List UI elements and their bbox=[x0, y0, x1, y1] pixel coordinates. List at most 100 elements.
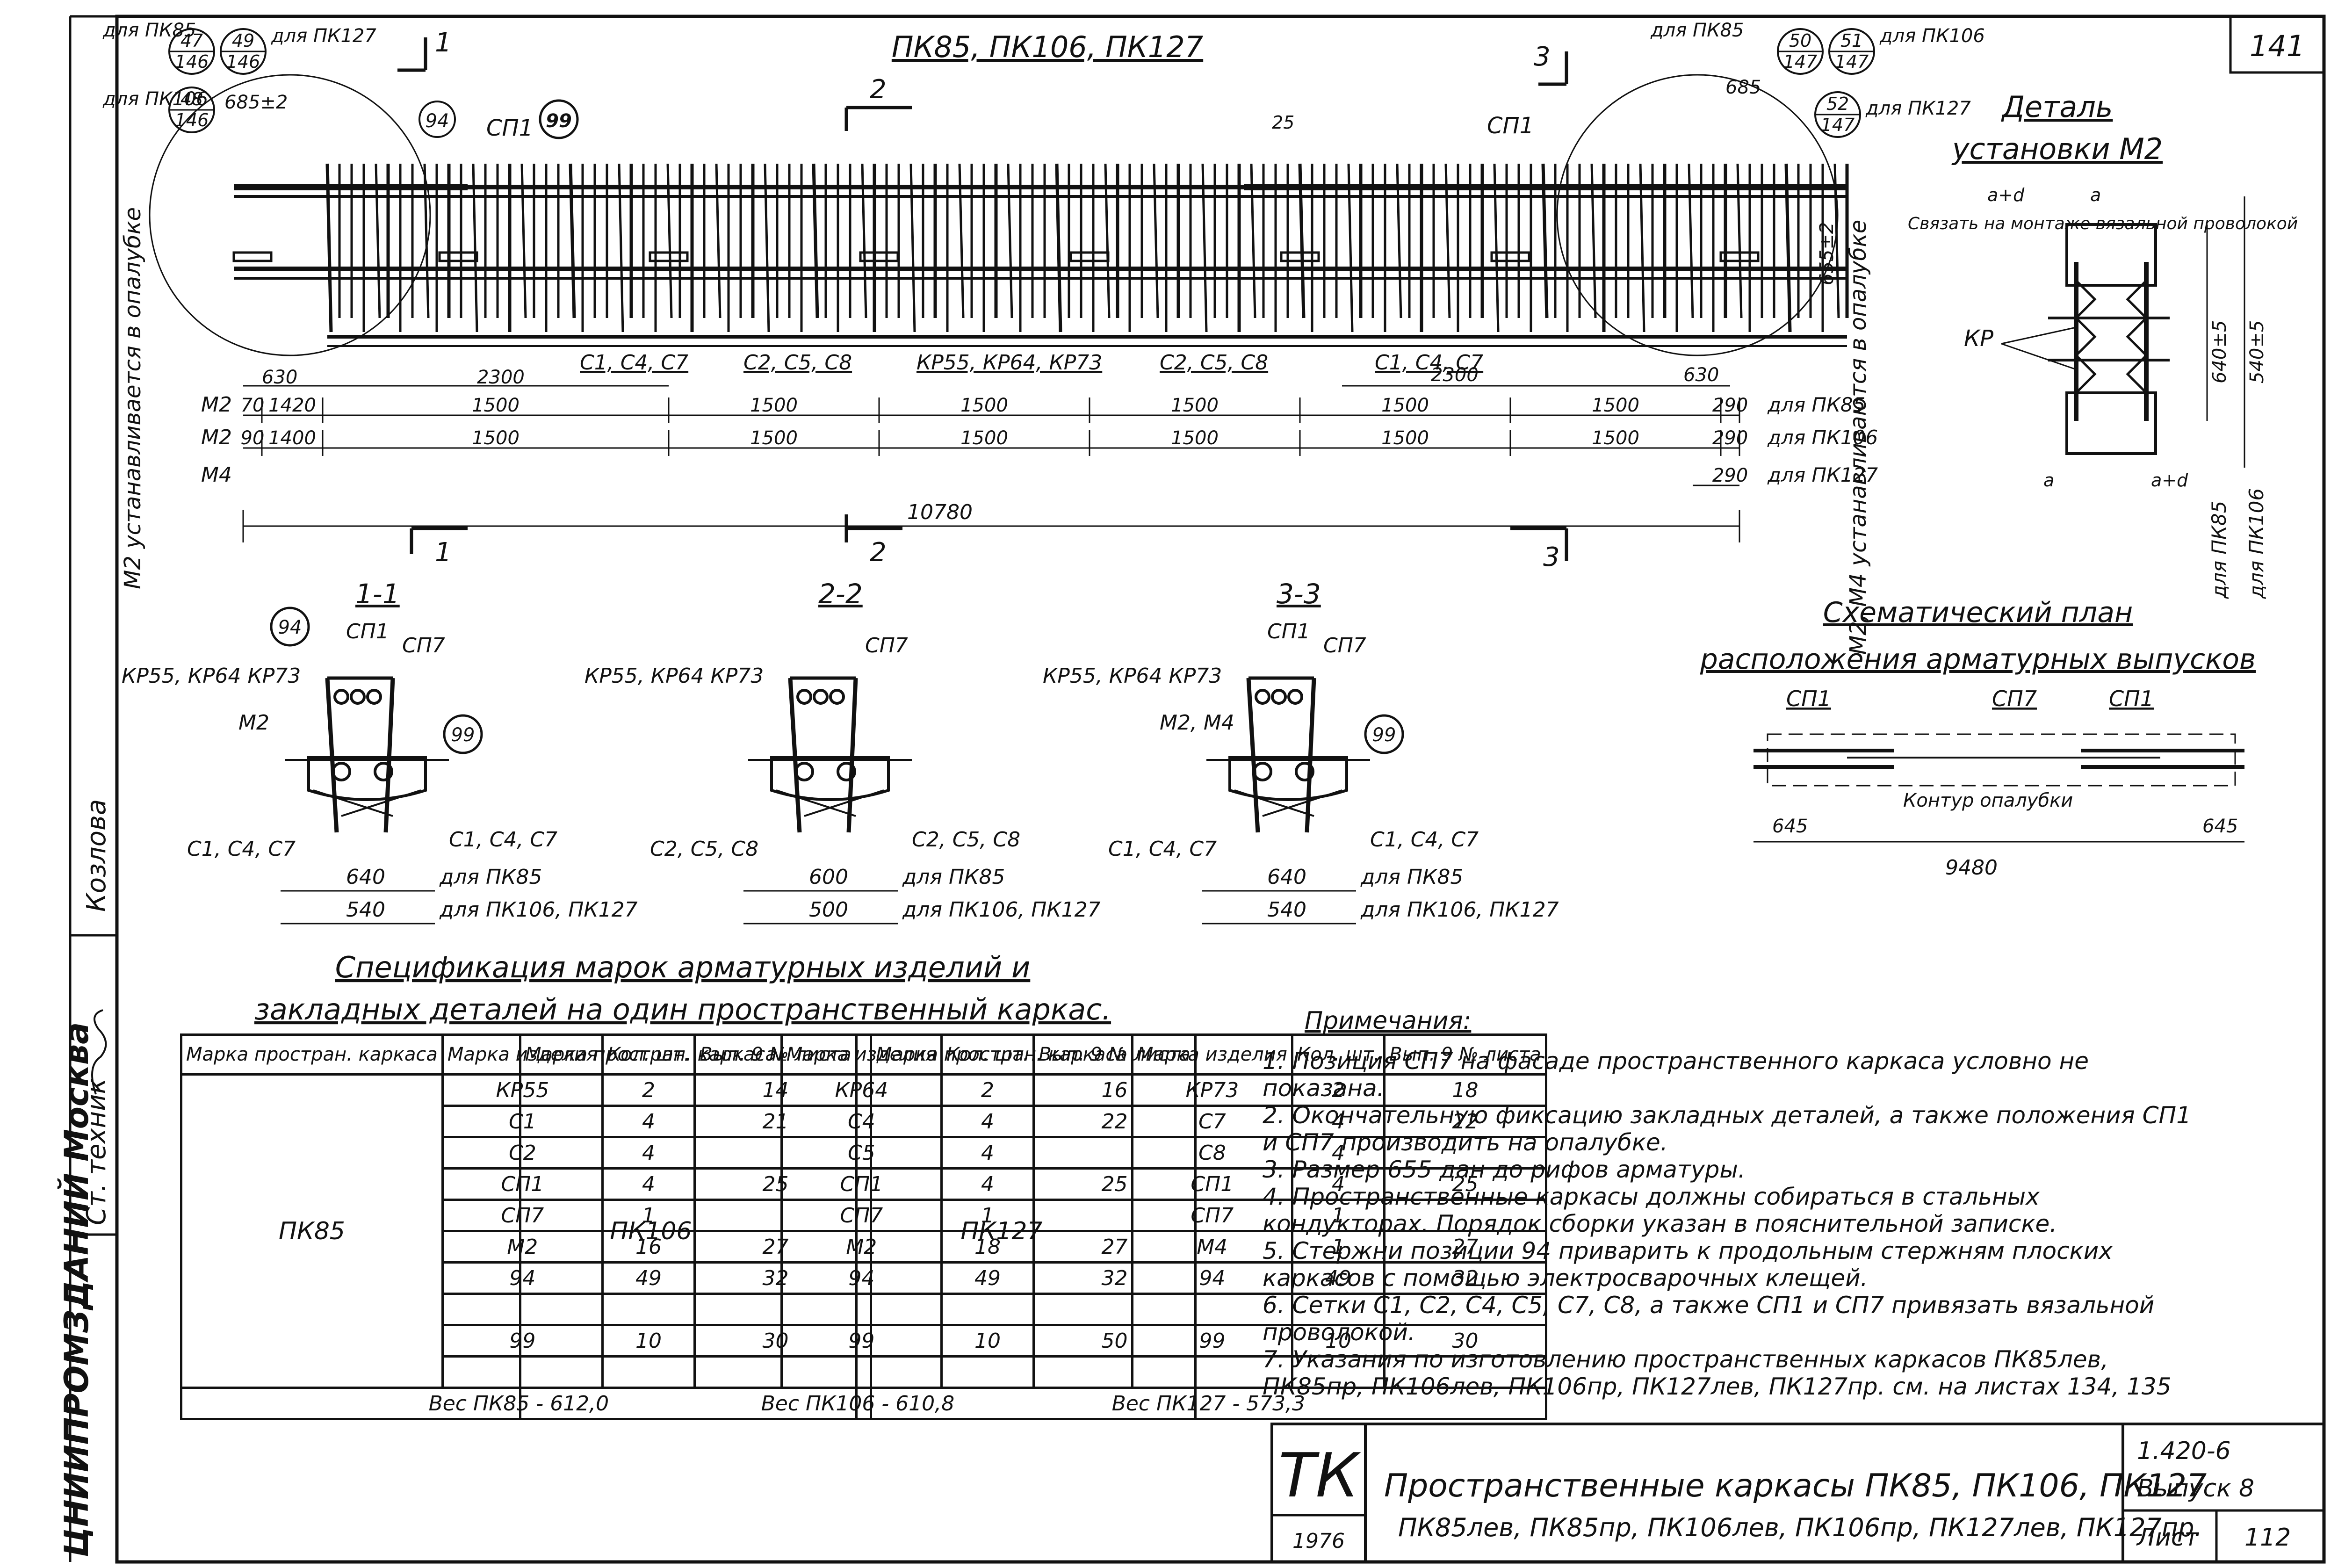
spec-cell: 49 bbox=[1291, 1261, 1386, 1295]
spec-cell bbox=[1383, 1355, 1547, 1389]
dim-cell: 290 bbox=[1712, 427, 1748, 449]
stamp-name: Козлова bbox=[81, 799, 112, 912]
plan-contour: Контур опалубки bbox=[1903, 790, 2073, 811]
stamp-org: ЦНИИПРОМЗДАНИЙ Москва bbox=[58, 1022, 96, 1557]
embedded-plate-m2 bbox=[438, 251, 478, 262]
dim-cell: 1500 bbox=[1592, 395, 1639, 416]
section-title: 3-3 bbox=[1277, 578, 1321, 610]
spec-cell: 27 bbox=[1383, 1230, 1547, 1264]
rebar-stirrup bbox=[1639, 163, 1645, 332]
dim-cell: 1500 bbox=[472, 395, 520, 416]
detail-for-pk106: для ПК106 bbox=[2245, 488, 2268, 599]
callout-50-sheet: 147 bbox=[1783, 51, 1818, 72]
rebar-stirrup bbox=[1444, 163, 1451, 318]
dim-cell: 1500 bbox=[1381, 427, 1429, 449]
stamp-role: Ст. техник bbox=[81, 1078, 112, 1225]
spec-frame-mark: ПК127 bbox=[870, 1073, 1133, 1389]
rebar-stirrup bbox=[1250, 163, 1256, 318]
spec-cell bbox=[1383, 1199, 1547, 1232]
rebar-stirrup bbox=[1396, 163, 1402, 318]
section-width-1: 600 bbox=[809, 865, 848, 889]
left-detail-circle bbox=[149, 74, 431, 356]
spec-cell: КР73 bbox=[1131, 1073, 1293, 1107]
rebar-stirrup bbox=[861, 163, 867, 318]
dim-25: 25 bbox=[1272, 112, 1294, 133]
plan-sp1-right: СП1 bbox=[2109, 686, 2154, 711]
dim-cell: 1500 bbox=[750, 395, 798, 416]
callout-left-prefix: для ПК85 bbox=[102, 20, 196, 41]
dim-cell: 90 bbox=[241, 427, 265, 449]
note-left-vertical: М2 устанавливается в опалубке bbox=[120, 207, 146, 589]
label-94: 94 bbox=[426, 110, 449, 132]
embedded-plate-m2 bbox=[1719, 251, 1760, 262]
section-kr: КР55, КР64 КР73 bbox=[122, 664, 301, 688]
detail-m2: Деталь установки М2 а+d а Связать на мон… bbox=[1908, 90, 2298, 599]
callout-51-sheet: 147 bbox=[1835, 51, 1869, 72]
spec-cell: 1 bbox=[1291, 1230, 1386, 1264]
callout-49-sheet: 146 bbox=[226, 51, 260, 72]
section-width-2-note: для ПК106, ПК127 bbox=[1360, 898, 1559, 922]
spec-cell: 99 bbox=[1131, 1324, 1293, 1358]
rebar-stirrup bbox=[1201, 163, 1208, 332]
detail-title-2: установки М2 bbox=[1951, 132, 2163, 166]
label-mesh-c1-left: С1, С4, С7 bbox=[580, 351, 688, 375]
dim-cell: 1420 bbox=[268, 395, 316, 416]
embedded-plate-m2 bbox=[1069, 251, 1110, 262]
section-width-2: 540 bbox=[346, 898, 385, 922]
spec-cell: 4 bbox=[1291, 1167, 1386, 1201]
detail-a-plus-d-bottom: а+d bbox=[2151, 470, 2188, 491]
section-mesh-right: С2, С5, С8 bbox=[912, 828, 1020, 852]
section-width-2: 540 bbox=[1267, 898, 1306, 922]
stamp-signature bbox=[91, 1009, 107, 1095]
spec-cell: С7 bbox=[1131, 1105, 1293, 1138]
section-mesh-right: С1, С4, С7 bbox=[449, 828, 557, 852]
callout-52: 52 bbox=[1826, 94, 1849, 114]
section-width-1: 640 bbox=[1267, 865, 1306, 889]
section-kr: КР55, КР64 КР73 bbox=[584, 664, 764, 688]
callout-left-suffix: для ПК127 bbox=[271, 25, 376, 47]
dim-total-10780: 10780 bbox=[907, 500, 973, 524]
callout-47-sheet: 146 bbox=[175, 51, 209, 72]
embedded-plates bbox=[232, 251, 1760, 262]
section-mark-1-top: 1 bbox=[435, 28, 452, 58]
dim-cell: 1500 bbox=[472, 427, 520, 449]
detail-title-1: Деталь bbox=[2001, 90, 2113, 124]
label-sp1-right: СП1 bbox=[1487, 113, 1534, 139]
rebar-stirrup bbox=[1007, 163, 1013, 318]
spec-cell bbox=[1291, 1293, 1386, 1326]
spec-header: Кол. шт. bbox=[1291, 1033, 1386, 1076]
section-sp7: СП7 bbox=[402, 634, 445, 658]
rebar-stirrup bbox=[325, 163, 333, 332]
rebar-stirrup bbox=[1493, 163, 1500, 332]
detail-a-bottom: а bbox=[2043, 470, 2054, 491]
callout-52-sheet: 147 bbox=[1821, 115, 1855, 135]
label-sp1-left: СП1 bbox=[486, 115, 533, 141]
section-m: М2 bbox=[238, 711, 269, 735]
rebar-stirrup bbox=[666, 163, 673, 318]
rebar-stirrup bbox=[1833, 163, 1840, 318]
section-width-1-note: для ПК85 bbox=[902, 865, 1005, 889]
section-sp7: СП7 bbox=[865, 634, 908, 658]
list-number: 112 bbox=[2244, 1524, 2291, 1552]
rebar-stirrup bbox=[1347, 163, 1354, 332]
spec-header: Марка простран. каркаса bbox=[519, 1033, 783, 1076]
rebar-stirrup bbox=[1104, 163, 1111, 318]
spec-cell bbox=[1131, 1355, 1293, 1389]
plan-title-2: расположения арматурных выпусков bbox=[1700, 643, 2256, 676]
callout-48: 48 bbox=[180, 89, 203, 109]
section-mark-2-top: 2 bbox=[870, 74, 887, 105]
dim-685-left: 685±2 bbox=[224, 92, 288, 113]
section-mark-3-top: 3 bbox=[1534, 42, 1551, 72]
rebar-stirrup bbox=[1688, 163, 1694, 318]
dim-cell: 290 bbox=[1712, 395, 1748, 416]
dim-cell: 1500 bbox=[1171, 395, 1219, 416]
embedded-plate-m2 bbox=[859, 251, 899, 262]
detail-a-top: а bbox=[2090, 185, 2101, 205]
dim-row-suffix: для ПК106 bbox=[1767, 426, 1878, 449]
label-mesh-c2-right: С2, С5, С8 bbox=[1160, 351, 1268, 375]
spec-cell: 18 bbox=[1383, 1073, 1547, 1107]
section-sp7: СП7 bbox=[1323, 634, 1366, 658]
sheet-number-box bbox=[2229, 15, 2325, 74]
